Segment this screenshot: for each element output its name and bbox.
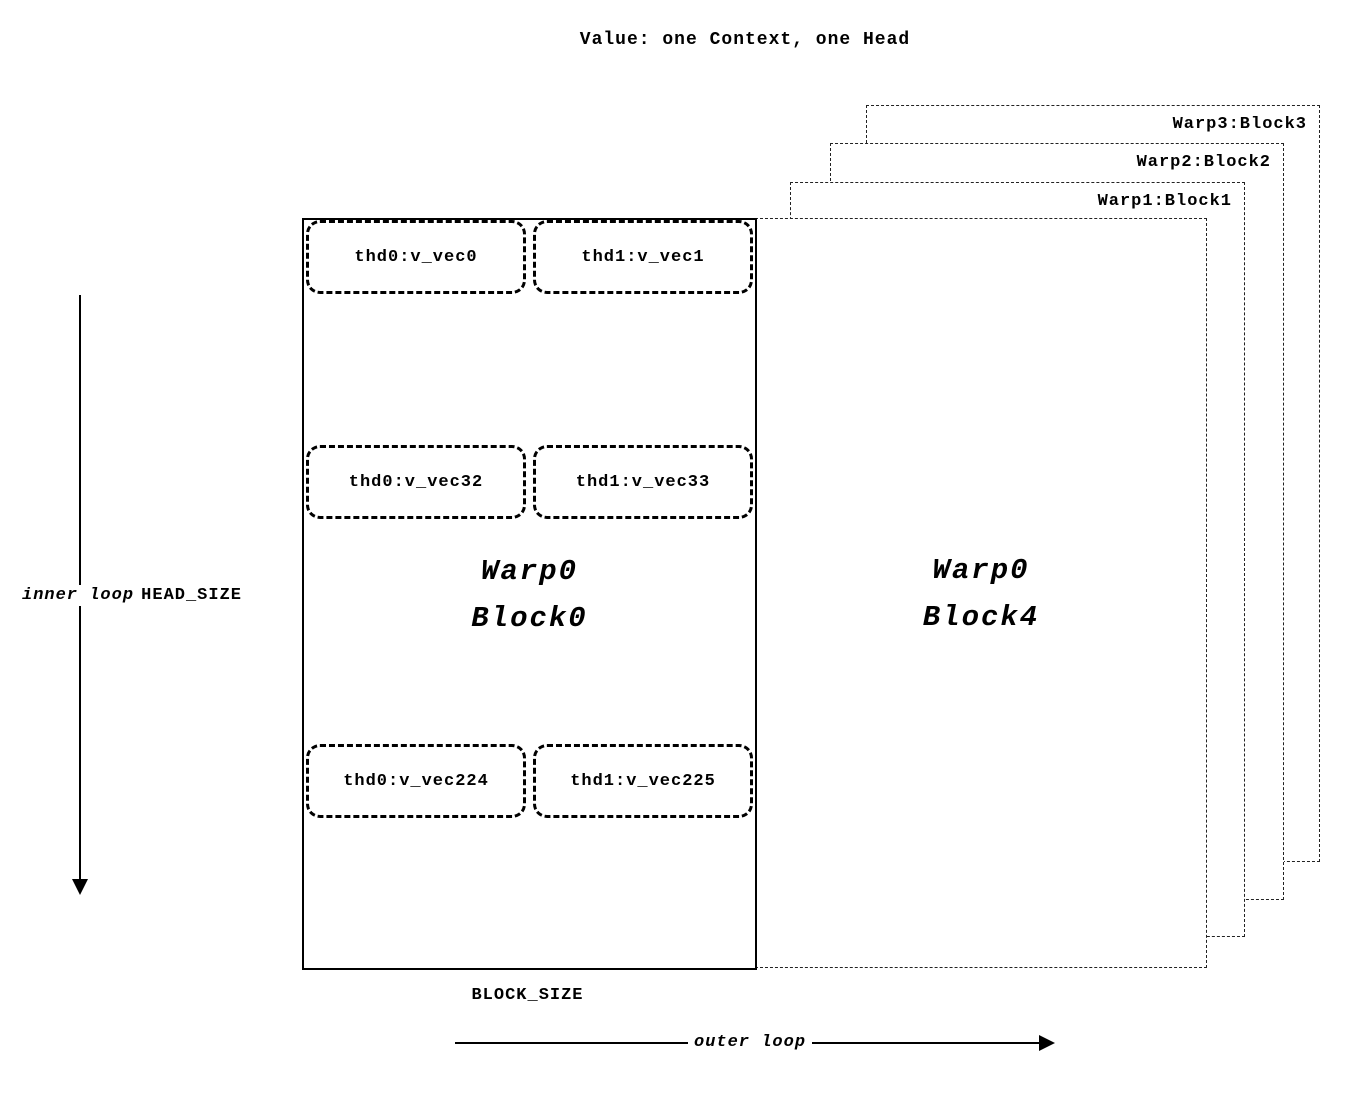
head-size-label: HEAD_SIZE (141, 586, 242, 605)
thd-cell: thd0:v_vec0 (306, 220, 526, 294)
thd-row-2: thd0:v_vec224 thd1:v_vec225 (306, 744, 753, 818)
thd-cell: thd0:v_vec224 (306, 744, 526, 818)
block4-caption-line2: Block4 (922, 601, 1040, 634)
thd-cell: thd1:v_vec225 (533, 744, 753, 818)
block0-caption-line1: Warp0 (480, 555, 578, 588)
outer-loop-arrowhead-icon (1039, 1035, 1055, 1051)
block4-caption-line1: Warp0 (932, 554, 1030, 587)
block4-caption: Warp0 Block4 (756, 547, 1206, 641)
block-warp3-label: Warp3:Block3 (1172, 115, 1307, 134)
thd-cell: thd1:v_vec1 (533, 220, 753, 294)
block-warp2-label: Warp2:Block2 (1136, 153, 1271, 172)
thd-row-1: thd0:v_vec32 thd1:v_vec33 (306, 445, 753, 519)
inner-loop-label: inner loop HEAD_SIZE (16, 585, 248, 606)
thd-cell: thd0:v_vec32 (306, 445, 526, 519)
block-size-label: BLOCK_SIZE (471, 986, 584, 1005)
block0-caption-line2: Block0 (471, 602, 588, 635)
inner-loop-arrowhead-icon (72, 879, 88, 895)
block-warp0-block0: thd0:v_vec0 thd1:v_vec1 thd0:v_vec32 thd… (302, 218, 757, 970)
thd-cell: thd1:v_vec33 (533, 445, 753, 519)
inner-loop-label-italic: inner loop (22, 586, 135, 605)
block-warp1-label: Warp1:Block1 (1097, 192, 1232, 211)
block-warp0-block4: Warp0 Block4 (755, 218, 1207, 968)
thd-row-0: thd0:v_vec0 thd1:v_vec1 (306, 220, 753, 294)
diagram-title: Value: one Context, one Head (579, 30, 911, 50)
block0-caption: Warp0 Block0 (304, 548, 755, 642)
outer-loop-label: outer loop (688, 1032, 813, 1053)
